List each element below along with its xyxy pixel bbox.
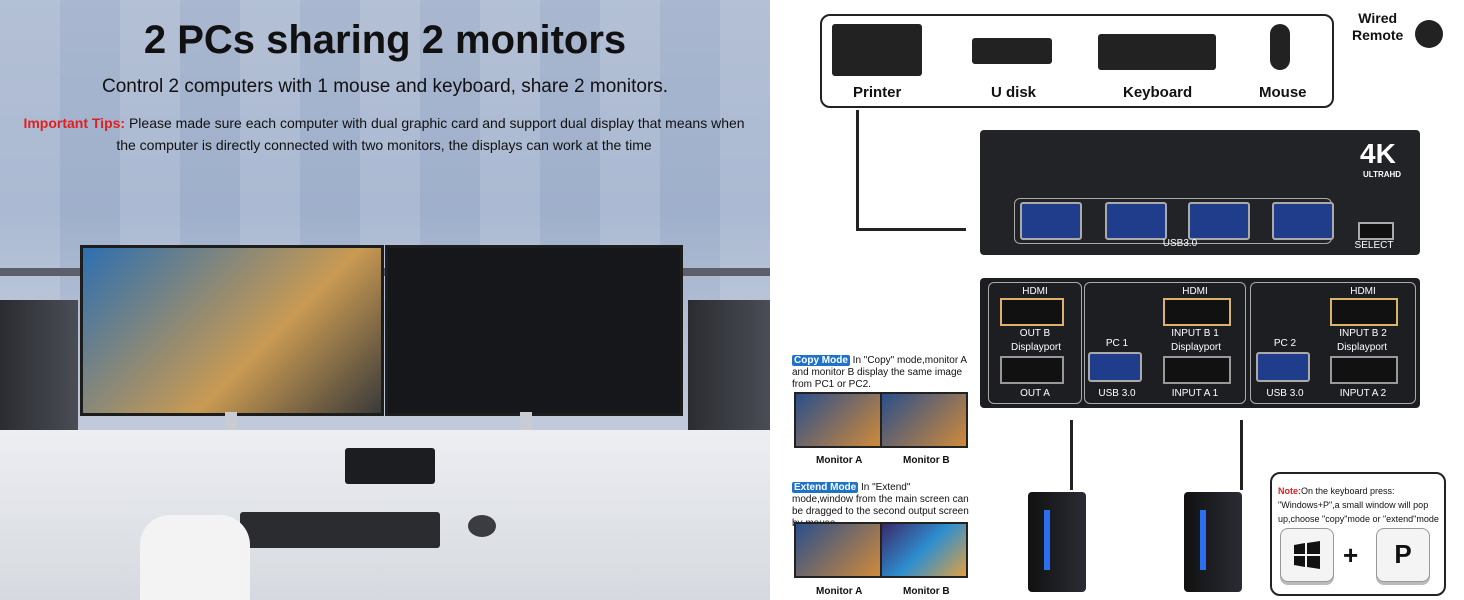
input-a1-port [1163,356,1231,384]
cable-usb-host [856,110,859,230]
kvm-back: HDMI OUT B Displayport OUT A PC 1 USB 3.… [980,278,1420,408]
copy-monitor-a-label: Monitor A [816,455,863,466]
pc1-tower [1028,492,1086,592]
out-a-port [1000,356,1064,384]
copy-monitor-a [794,392,882,448]
output-group [988,282,1082,404]
page-title: 2 PCs sharing 2 monitors [143,18,627,62]
input-a1-label: INPUT A 1 [1171,388,1219,399]
usb30-label: USB3.0 [1162,238,1198,249]
usb-port-2 [1105,202,1167,240]
extend-mode-badge: Extend Mode [792,482,859,493]
pc1-group [1084,282,1246,404]
input-b1-label: INPUT B 1 [1171,328,1219,339]
usb-port-4 [1272,202,1334,240]
out-a-label: OUT A [1020,388,1050,399]
plus-sign: + [1343,540,1359,570]
mouse [468,515,496,537]
keyboard-icon [1098,34,1216,70]
input-b2-label: INPUT B 2 [1339,328,1387,339]
pc2-light [1200,510,1206,570]
pc1-usb-port [1088,352,1142,382]
monitor-a [80,245,384,416]
out-a-dp-label: Displayport [1010,342,1062,353]
pc1-label: PC 1 [1105,338,1129,349]
brand-4k: 4K [1360,138,1396,169]
mouse-icon [1270,24,1290,70]
pc2-label: PC 2 [1273,338,1297,349]
usb-port-1 [1020,202,1082,240]
extend-monitor-a [794,522,882,578]
input-b2-port [1330,298,1398,326]
copy-mode-text: Copy Mode In "Copy" mode,monitor A and m… [792,355,972,391]
keyboard [240,512,440,548]
copy-monitor-b [880,392,968,448]
input-a2-dp-label: Displayport [1336,342,1388,353]
pc2-usb-port [1256,352,1310,382]
input-b2-hdmi-label: HDMI [1350,286,1376,297]
udisk-label: U disk [991,84,1037,101]
copy-mode-desc: In "Copy" mode,monitor A and monitor B d… [792,355,967,390]
extend-monitor-b-label: Monitor B [903,586,950,597]
cable-pc2 [1240,420,1243,490]
input-a2-port [1330,356,1398,384]
windows-logo-icon [1294,541,1320,569]
right-panel: Printer U disk Keyboard Mouse Wired Remo… [770,0,1464,600]
wired-remote-label: Wired Remote [1352,10,1404,43]
printer-icon [832,24,922,76]
pc2-tower [1184,492,1242,592]
peripherals-box: Printer U disk Keyboard Mouse [820,14,1334,108]
note-label: Note: [1278,486,1301,496]
pc2-group [1250,282,1416,404]
windows-key-icon [1280,528,1334,582]
kvm-front: 4K ULTRAHD USB3.0 SELECT [980,130,1420,255]
copy-mode-badge: Copy Mode [792,355,850,366]
note-body: On the keyboard press: "Windows+P",a sma… [1278,486,1439,524]
select-label: SELECT [1354,240,1394,251]
cable-pc1 [1070,420,1073,490]
out-b-label: OUT B [1019,328,1051,339]
subtitle: Control 2 computers with 1 mouse and key… [101,76,669,97]
brand-ultrahd: ULTRAHD [1363,170,1402,179]
out-b-port [1000,298,1064,326]
keyboard-label: Keyboard [1123,84,1193,101]
extend-monitor-a-label: Monitor A [816,586,863,597]
pc1-usb-label: USB 3.0 [1098,388,1136,399]
mouse-label: Mouse [1259,84,1307,101]
copy-monitor-b-label: Monitor B [903,455,950,466]
chair [140,515,250,600]
input-a2-label: INPUT A 2 [1339,388,1387,399]
kvm-switch [345,448,435,484]
left-panel: 2 PCs sharing 2 monitors Control 2 compu… [0,0,770,600]
select-port [1358,222,1394,240]
input-a1-dp-label: Displayport [1170,342,1222,353]
note-text: Note:On the keyboard press: "Windows+P",… [1278,484,1443,526]
pc2-usb-label: USB 3.0 [1266,388,1304,399]
cable-usb-host-h [856,228,966,231]
usb-disk-icon [972,38,1052,64]
printer-label: Printer [853,84,902,101]
out-b-hdmi-label: HDMI [1022,286,1048,297]
tips-text: Important Tips: Please made sure each co… [14,112,754,156]
usb-port-3 [1188,202,1250,240]
tips-label: Important Tips: [23,115,126,131]
extend-monitor-b [880,522,968,578]
input-b1-port [1163,298,1231,326]
input-b1-hdmi-label: HDMI [1182,286,1208,297]
monitor-b [385,245,683,416]
p-key: P [1376,528,1430,582]
wired-remote-icon [1415,20,1443,48]
pc1-light [1044,510,1050,570]
tips-body: Please made sure each computer with dual… [116,115,745,153]
